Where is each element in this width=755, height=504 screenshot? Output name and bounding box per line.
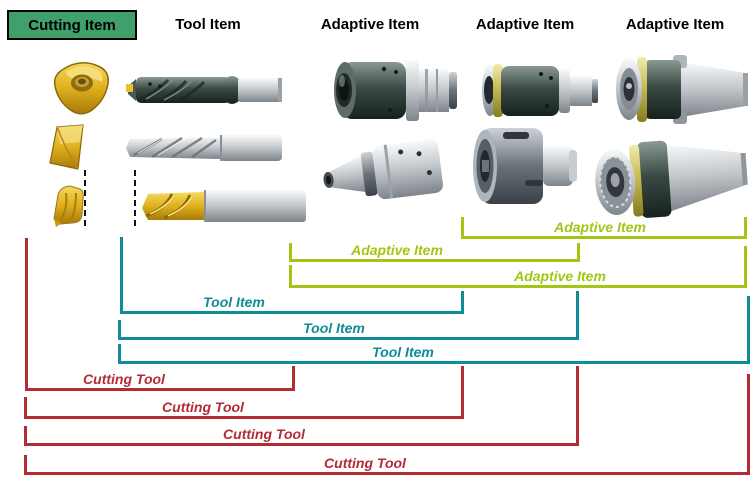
- square-insert-image: [49, 124, 84, 170]
- adaptive-item-bracket-1-label: Adaptive Item: [554, 219, 646, 235]
- tool-item-header: Tool Item: [175, 16, 241, 33]
- tool-item-bracket-3-label: Tool Item: [372, 344, 434, 360]
- taper-adapter-image: [616, 55, 748, 124]
- cutting-item-header-box: Cutting Item: [7, 10, 137, 40]
- adaptive-item-header-3: Adaptive Item: [625, 16, 725, 33]
- tool-item-bracket-2-label: Tool Item: [303, 320, 365, 336]
- boundary-dashed-line-2: [134, 170, 136, 230]
- adaptive-item-header-1: Adaptive Item: [320, 16, 420, 33]
- collet-chuck-adapter-image: [323, 139, 443, 200]
- indexable-drill-image: [126, 76, 282, 104]
- drill-tip-insert-image: [53, 185, 84, 227]
- end-mill-image: [142, 190, 306, 222]
- hsk-adapter-image: [334, 60, 457, 121]
- tool-item-bracket-1-label: Tool Item: [203, 294, 265, 310]
- cutting-tool-bracket-2-label: Cutting Tool: [162, 399, 244, 415]
- adaptive-item-bracket-3-label: Adaptive Item: [514, 268, 606, 284]
- cutting-item-header-label: Cutting Item: [28, 16, 116, 34]
- extension-adapter-image: [482, 64, 598, 117]
- boundary-dashed-line-1: [84, 170, 86, 230]
- cutting-tool-bracket-1-label: Cutting Tool: [83, 371, 165, 387]
- spline-adapter-image: [473, 128, 577, 204]
- bearing-taper-adapter-image: [595, 140, 748, 218]
- cutting-tool-bracket-4-label: Cutting Tool: [324, 455, 406, 471]
- adaptive-item-header-2: Adaptive Item: [475, 16, 575, 33]
- twist-reamer-image: [126, 135, 282, 161]
- adaptive-item-bracket-2-label: Adaptive Item: [351, 242, 443, 258]
- cutting-tool-bracket-3-label: Cutting Tool: [223, 426, 305, 442]
- trigon-insert-image: [53, 62, 110, 115]
